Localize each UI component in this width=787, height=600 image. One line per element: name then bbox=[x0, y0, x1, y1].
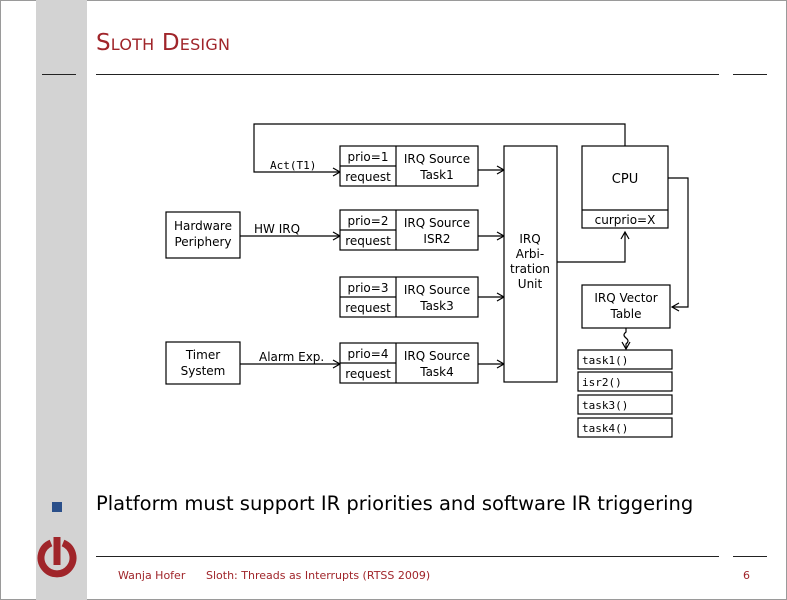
irq-source-2-line2: ISR2 bbox=[423, 232, 450, 246]
irq-source-task4: prio=4 request IRQ Source Task4 bbox=[339, 342, 479, 384]
irq-source-1-request: request bbox=[345, 170, 391, 184]
timer-system-line2: System bbox=[181, 364, 226, 378]
title-rule-left bbox=[42, 74, 76, 75]
footer-rule-right bbox=[733, 556, 767, 557]
title-rule-right bbox=[733, 74, 767, 75]
arbitration-to-cpu-arrow bbox=[557, 230, 630, 263]
arbitration-line1: IRQ bbox=[519, 232, 540, 246]
cpu-curprio: curprio=X bbox=[595, 213, 656, 227]
cpu-label: CPU bbox=[612, 172, 638, 187]
vector-entry-4-label: task4() bbox=[582, 422, 628, 435]
activation-loop-line bbox=[253, 123, 626, 177]
university-logo-icon bbox=[37, 537, 77, 578]
irq-source-1-prio: prio=1 bbox=[348, 150, 389, 164]
vector-table-squiggle-arrow bbox=[621, 328, 631, 351]
irq-source-4-prio: prio=4 bbox=[348, 347, 389, 361]
sidebar bbox=[36, 0, 87, 600]
footer-page-number: 6 bbox=[743, 569, 750, 582]
vector-entry-3-label: task3() bbox=[582, 399, 628, 412]
irq-source-isr2: prio=2 request IRQ Source ISR2 bbox=[339, 209, 479, 251]
cpu-to-vector-table-arrow bbox=[668, 177, 689, 312]
hw-irq-label: HW IRQ bbox=[254, 222, 300, 236]
footer-rule-main bbox=[96, 556, 719, 557]
irq-source-task3: prio=3 request IRQ Source Task3 bbox=[339, 276, 479, 318]
bullet-text: Platform must support IR priorities and … bbox=[96, 492, 694, 515]
timer-system-box: Timer System bbox=[165, 341, 241, 385]
irq-vector-table: IRQ Vector Table bbox=[581, 284, 671, 329]
hardware-periphery-box: Hardware Periphery bbox=[165, 211, 241, 259]
irq-source-1-line1: IRQ Source bbox=[404, 152, 470, 166]
cpu-box: CPU curprio=X bbox=[581, 145, 669, 229]
act-t1-label: Act(T1) bbox=[270, 159, 316, 172]
irq-source-3-prio: prio=3 bbox=[348, 281, 389, 295]
vector-entry-isr2: isr2() bbox=[577, 371, 673, 392]
alarm-exp-label: Alarm Exp. bbox=[259, 350, 324, 364]
vector-entry-1-label: task1() bbox=[582, 354, 628, 367]
vector-entry-task1: task1() bbox=[577, 349, 673, 370]
irq-source-4-line2: Task4 bbox=[419, 365, 454, 379]
vector-entry-2-label: isr2() bbox=[582, 376, 622, 389]
irq-source-4-request: request bbox=[345, 367, 391, 381]
slide-title: Sloth Design bbox=[96, 30, 231, 56]
irq-source-2-line1: IRQ Source bbox=[404, 216, 470, 230]
footer-talk-title: Sloth: Threads as Interrupts (RTSS 2009) bbox=[206, 569, 431, 582]
vector-table-line2: Table bbox=[609, 307, 641, 321]
irq-source-task1: prio=1 request IRQ Source Task1 bbox=[339, 145, 479, 187]
footer-author: Wanja Hofer bbox=[118, 569, 186, 582]
title-rule-main bbox=[96, 74, 719, 75]
bullet-marker bbox=[52, 502, 62, 512]
irq-source-3-request: request bbox=[345, 301, 391, 315]
vector-entry-task4: task4() bbox=[577, 417, 673, 438]
irq-source-3-line2: Task3 bbox=[419, 299, 454, 313]
irq-source-4-line1: IRQ Source bbox=[404, 349, 470, 363]
arbitration-line4: Unit bbox=[518, 277, 543, 291]
irq-source-2-prio: prio=2 bbox=[348, 214, 389, 228]
hardware-periphery-line1: Hardware bbox=[174, 219, 232, 233]
vector-table-line1: IRQ Vector bbox=[594, 291, 657, 305]
hardware-periphery-line2: Periphery bbox=[174, 235, 231, 249]
irq-source-3-line1: IRQ Source bbox=[404, 283, 470, 297]
arbitration-line2: Arbi- bbox=[516, 247, 544, 261]
arbitration-line3: tration bbox=[510, 262, 550, 276]
irq-arbitration-unit: IRQ Arbi- tration Unit bbox=[503, 145, 558, 383]
vector-entry-task3: task3() bbox=[577, 394, 673, 415]
timer-system-line1: Timer bbox=[185, 348, 220, 362]
irq-source-1-line2: Task1 bbox=[419, 168, 454, 182]
irq-source-2-request: request bbox=[345, 234, 391, 248]
